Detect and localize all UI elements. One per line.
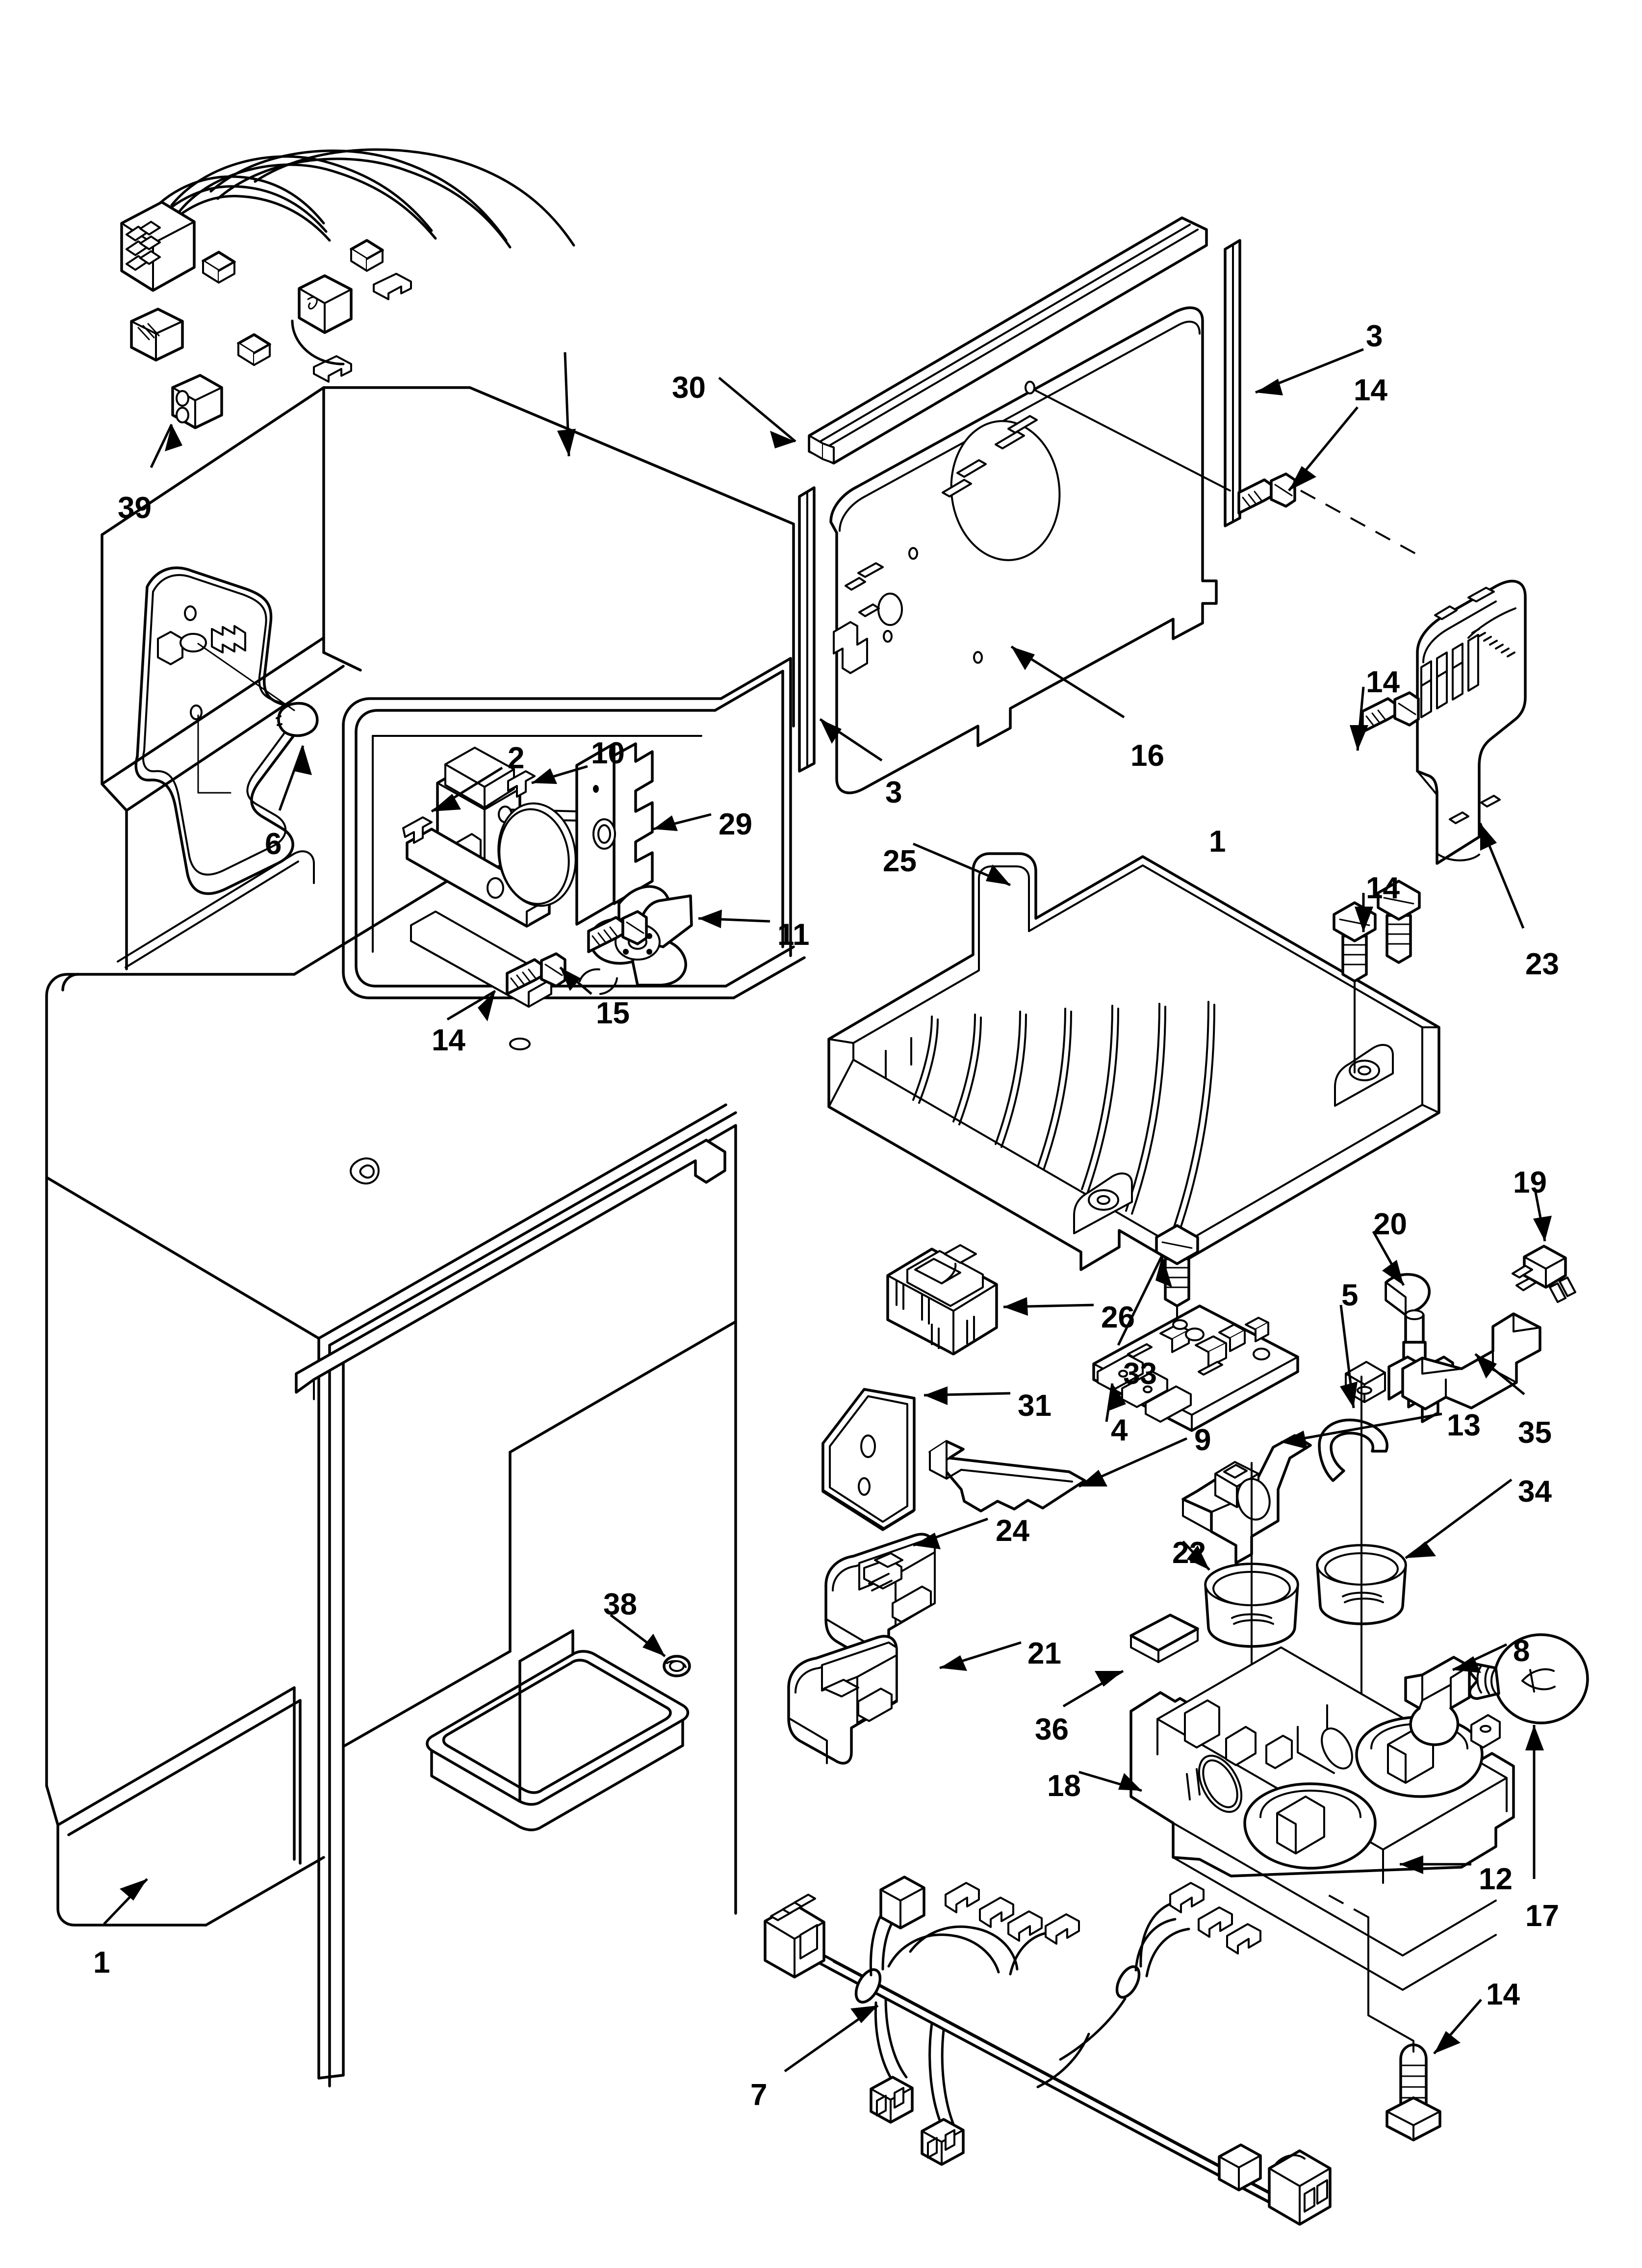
callout-5: 5 [1341, 1278, 1359, 1312]
callout-22: 22 [1172, 1536, 1206, 1570]
callout-9: 9 [1194, 1423, 1211, 1457]
callout-1: 1 [93, 1946, 110, 1980]
part-14-screw-pan [1333, 901, 1377, 1073]
callout-23: 23 [1525, 947, 1559, 981]
part-1-cabinet-liner [45, 386, 806, 2087]
callout-1: 1 [1209, 825, 1226, 859]
callout-31: 31 [1018, 1389, 1052, 1423]
part-4-jumper-arm [928, 1440, 1086, 1512]
callout-30: 30 [672, 371, 706, 405]
part-23-air-duct-cover [1416, 580, 1527, 865]
part-3-side-rail-left [798, 486, 816, 773]
callout-17: 17 [1525, 1899, 1559, 1933]
part-15-grommet-fan [509, 910, 648, 1050]
callout-39: 39 [118, 491, 152, 525]
callout-14: 14 [432, 1023, 465, 1057]
part-17-light-bulb [1468, 1633, 1589, 1724]
callout-7: 7 [750, 2078, 768, 2112]
callout-26: 26 [1101, 1301, 1135, 1334]
callout-15: 15 [596, 996, 630, 1030]
part-24-housing-cover [824, 1533, 936, 1666]
part-19-connector [1512, 1245, 1576, 1303]
part-12-control-box-housing [1129, 1646, 1515, 1991]
part-14-screw-duct-upper [1361, 691, 1420, 733]
part-36-light-shield [1129, 1614, 1199, 1663]
part-14-screw-fan-lower [506, 952, 566, 995]
part-26-relay-overload [886, 1244, 998, 1356]
part-30-trim-rail [808, 216, 1208, 465]
callout-14: 14 [1486, 1978, 1520, 2011]
part-3-side-rail-right [1224, 239, 1241, 527]
part-25-drip-pan [827, 852, 1440, 1271]
callout-14: 14 [1354, 373, 1387, 407]
part-13-roller-bracket [1181, 1434, 1312, 1564]
part-38-plug-button [663, 1655, 691, 1677]
callout-4: 4 [1111, 1413, 1128, 1447]
part-6-grommet [134, 566, 319, 895]
callout-25: 25 [883, 844, 917, 878]
callout-12: 12 [1479, 1862, 1513, 1896]
callout-35: 35 [1518, 1416, 1552, 1450]
part-11-fan-blade [589, 885, 693, 987]
part-21-housing-base [787, 1635, 898, 1765]
callout-8: 8 [1513, 1634, 1530, 1668]
part-39-wiring-harness [120, 148, 575, 429]
callout-2: 2 [508, 741, 525, 775]
callout-19: 19 [1513, 1166, 1547, 1199]
callout-16: 16 [1130, 739, 1164, 773]
callout-21: 21 [1027, 1637, 1061, 1670]
callout-6: 6 [265, 827, 282, 861]
part-14-screw-bottom-right [1322, 1891, 1441, 2141]
callout-29: 29 [718, 808, 752, 841]
callout-33: 33 [1123, 1357, 1157, 1391]
callout-13: 13 [1447, 1408, 1481, 1442]
callout-36: 36 [1035, 1713, 1069, 1747]
callout-10: 10 [591, 736, 625, 770]
callout-3: 3 [885, 776, 902, 809]
leader-lines [103, 348, 1552, 2073]
callout-11: 11 [777, 918, 810, 952]
part-29-fan-shroud [487, 742, 654, 926]
part-7-main-wiring-harness [764, 1876, 1332, 2226]
part-16-access-panel [829, 306, 1231, 794]
callout-18: 18 [1047, 1769, 1081, 1803]
callout-20: 20 [1373, 1207, 1407, 1241]
callout-14: 14 [1366, 871, 1400, 905]
part-14-screw-top-right [1237, 472, 1423, 558]
part-31-cover-plate [821, 1388, 916, 1531]
part-9-control-board [1092, 1304, 1299, 1432]
callout-34: 34 [1518, 1475, 1552, 1509]
callout-14: 14 [1366, 665, 1400, 699]
callout-38: 38 [603, 1588, 637, 1621]
callout-3: 3 [1366, 319, 1383, 353]
part-14-screw-duct-lower [1377, 880, 1421, 964]
callout-24: 24 [996, 1514, 1029, 1548]
